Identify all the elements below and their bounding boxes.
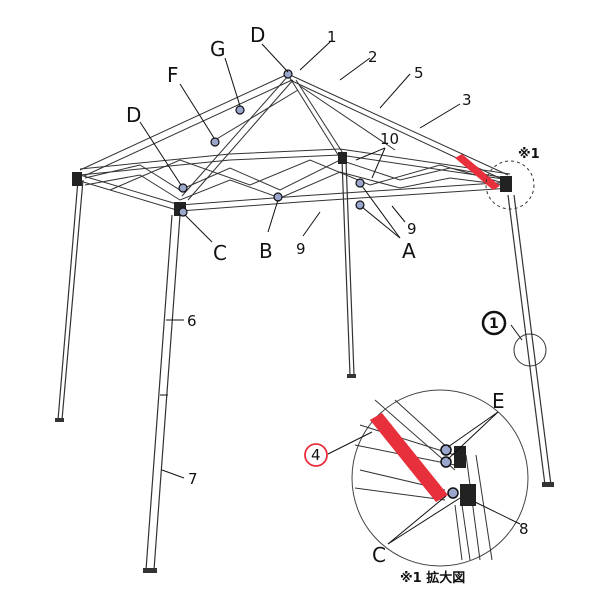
- part-number-1: 1: [327, 28, 337, 46]
- part-number-9-right: 9: [407, 220, 417, 238]
- leg-detail-ring: [513, 333, 547, 367]
- part-number-7: 7: [188, 470, 198, 488]
- label-f: F: [167, 63, 179, 87]
- roof-frame: [79, 148, 511, 212]
- label-b: B: [259, 239, 273, 263]
- part-number-9-left: 9: [296, 240, 306, 258]
- leader-lines: [139, 41, 523, 479]
- label-d-left: D: [126, 103, 141, 127]
- label-g: G: [210, 37, 226, 61]
- step-1-number: 1: [489, 316, 499, 332]
- legs: [57, 159, 552, 571]
- part-number-6: 6: [187, 312, 197, 330]
- label-c-left: C: [213, 241, 227, 265]
- callout-mark: ※1: [518, 147, 540, 162]
- part-number-4: 4: [311, 446, 321, 464]
- corner-callout-ring: [485, 160, 535, 210]
- leg-feet: [55, 374, 554, 573]
- zoom-caption: ※1 拡大図: [400, 570, 465, 586]
- label-a: A: [402, 239, 416, 263]
- step-4-highlight-ring: [304, 443, 328, 467]
- roof-ridges: [79, 73, 509, 201]
- label-e: E: [492, 389, 505, 413]
- part-number-5: 5: [414, 64, 424, 82]
- part-number-8: 8: [519, 520, 529, 538]
- part-number-10: 10: [380, 130, 399, 148]
- zoom-detail: [327, 389, 529, 567]
- part-number-2: 2: [368, 48, 378, 66]
- label-c-zoom: C: [372, 543, 386, 567]
- part-number-3: 3: [462, 91, 472, 109]
- joint-dots: [178, 69, 365, 217]
- step-1-marker-icon: [481, 310, 507, 336]
- label-d-top: D: [250, 23, 265, 47]
